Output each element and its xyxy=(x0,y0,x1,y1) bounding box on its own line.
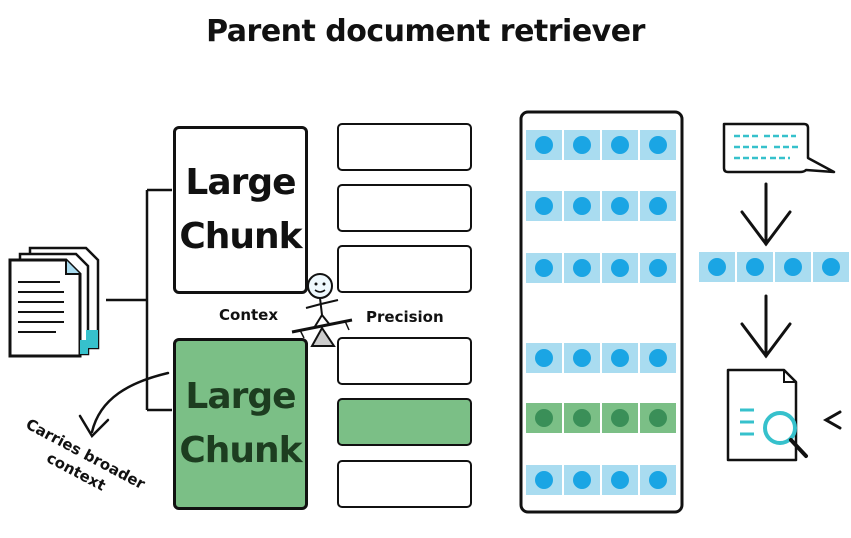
large-chunk-top: Large Chunk xyxy=(173,126,308,294)
vector-dot xyxy=(535,136,553,154)
vector-dot xyxy=(611,197,629,215)
vector-dot xyxy=(573,259,591,277)
vector-dot xyxy=(611,409,629,427)
vector-dot xyxy=(746,258,764,276)
balancing-figure-icon xyxy=(291,273,353,347)
large-chunk-label: Large xyxy=(185,376,296,417)
vector-dot xyxy=(573,349,591,367)
vector-dot xyxy=(649,197,667,215)
vector-store-panel xyxy=(519,110,684,514)
vector-dot xyxy=(649,471,667,489)
vector-dot xyxy=(611,136,629,154)
small-chunk xyxy=(337,184,472,232)
vector-dot xyxy=(611,349,629,367)
vector-dot xyxy=(535,197,553,215)
vector-rows xyxy=(526,130,676,495)
vector-dot xyxy=(649,259,667,277)
incoming-arrow-icon xyxy=(822,410,842,430)
query-embedding-vector xyxy=(699,252,849,282)
small-chunk-highlighted xyxy=(337,398,472,446)
vector-dot xyxy=(535,259,553,277)
diagram-title: Parent document retriever xyxy=(206,14,645,49)
vector-embedding xyxy=(699,252,849,282)
small-chunk xyxy=(337,460,472,508)
vector-dot xyxy=(822,258,840,276)
vector-embedding xyxy=(526,130,676,160)
vector-dot xyxy=(784,258,802,276)
vector-dot xyxy=(535,471,553,489)
vector-dot xyxy=(649,349,667,367)
small-chunks xyxy=(337,123,472,508)
document-stack-icon xyxy=(8,246,100,358)
large-chunk-bottom: Large Chunk xyxy=(173,338,308,510)
vector-embedding xyxy=(526,191,676,221)
vector-dot xyxy=(573,409,591,427)
small-chunk xyxy=(337,337,472,385)
vector-embedding xyxy=(526,343,676,373)
vector-embedding xyxy=(526,253,676,283)
split-bracket xyxy=(106,188,172,412)
down-arrow-icon xyxy=(740,182,792,247)
query-speech-bubble-icon xyxy=(722,122,836,174)
large-chunk-label: Chunk xyxy=(179,430,302,471)
vector-dot xyxy=(649,409,667,427)
down-arrow-icon xyxy=(740,294,792,359)
vector-embedding-highlighted xyxy=(526,403,676,433)
vector-dot xyxy=(573,471,591,489)
vector-dot xyxy=(611,259,629,277)
vector-dot xyxy=(535,409,553,427)
vector-dot xyxy=(535,349,553,367)
context-label: Contex xyxy=(219,306,279,324)
vector-dot xyxy=(573,197,591,215)
vector-dot xyxy=(708,258,726,276)
large-chunk-label: Large xyxy=(185,162,296,203)
small-chunk xyxy=(337,123,472,171)
vector-dot xyxy=(611,471,629,489)
precision-label: Precision xyxy=(366,308,444,326)
document-search-icon xyxy=(726,368,808,462)
vector-dot xyxy=(649,136,667,154)
vector-embedding xyxy=(526,465,676,495)
vector-dot xyxy=(573,136,591,154)
small-chunk xyxy=(337,245,472,293)
large-chunk-label: Chunk xyxy=(179,216,302,257)
annotation-arrow xyxy=(78,371,170,439)
